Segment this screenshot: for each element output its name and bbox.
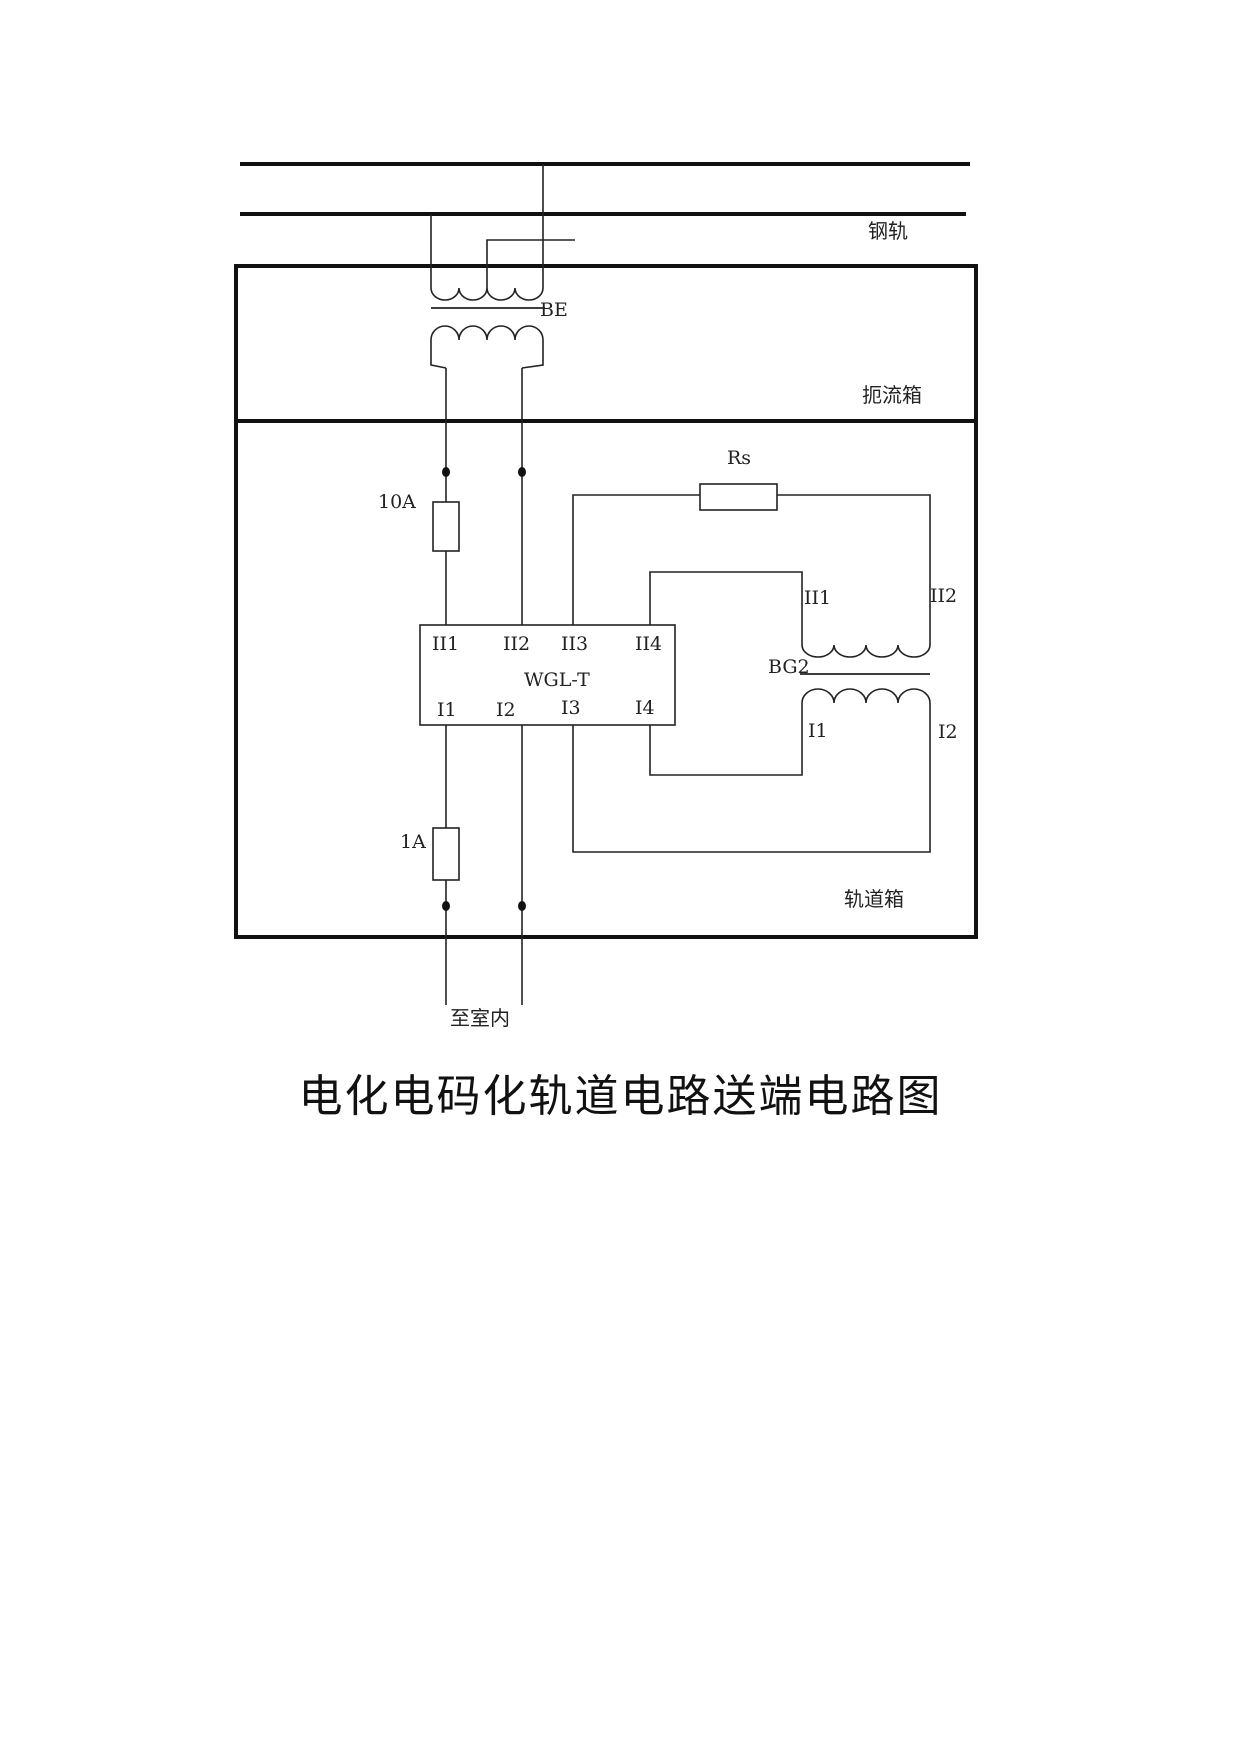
track-box-label: 轨道箱 — [844, 887, 904, 911]
transformer-be — [430, 164, 575, 369]
rs-circuit — [572, 483, 931, 645]
track-box — [234, 419, 978, 939]
terminal-II4: II4 — [635, 633, 662, 655]
diagram-caption: 电化电码化轨道电路送端电路图 — [298, 1071, 943, 1122]
terminal-I3: I3 — [561, 697, 581, 719]
terminal-I1: I1 — [437, 699, 457, 721]
transformer-be-label: BE — [540, 299, 568, 321]
terminal-I2: I2 — [496, 699, 516, 721]
terminal-I4: I4 — [635, 697, 655, 719]
terminal-dot — [518, 467, 526, 477]
terminal-II2: II2 — [503, 633, 530, 655]
terminal-dot — [518, 901, 526, 911]
terminal-II1: II1 — [432, 633, 459, 655]
fuse-1a-label: 1A — [400, 831, 426, 853]
wgl-t-device — [419, 624, 676, 726]
bg2-I2-label: I2 — [938, 721, 958, 743]
fuse-10a-label: 10A — [378, 491, 416, 513]
terminal-dots — [442, 467, 526, 911]
device-name: WGL-T — [524, 669, 590, 691]
fuse-10a — [432, 501, 460, 552]
transformer-bg2-label: BG2 — [768, 656, 810, 678]
transformer-bg2 — [800, 644, 931, 704]
resistor-rs-label: Rs — [727, 447, 751, 469]
terminal-dot — [442, 901, 450, 911]
choke-box-label: 扼流箱 — [862, 383, 922, 407]
main-conductors — [445, 368, 523, 1005]
resistor-rs — [699, 483, 778, 511]
bg2-II2-label: II2 — [930, 585, 957, 607]
rails — [240, 162, 970, 216]
bg2-I1-label: I1 — [808, 720, 828, 742]
bg2-secondary-wiring — [649, 571, 803, 645]
terminal-II3: II3 — [561, 633, 588, 655]
to-indoor-label: 至室内 — [450, 1006, 510, 1030]
bg2-II1-label: II1 — [804, 587, 831, 609]
fuse-1a — [432, 827, 460, 881]
terminal-dot — [442, 467, 450, 477]
bg2-primary-wiring — [572, 703, 931, 853]
rail-label: 钢轨 — [868, 219, 908, 243]
